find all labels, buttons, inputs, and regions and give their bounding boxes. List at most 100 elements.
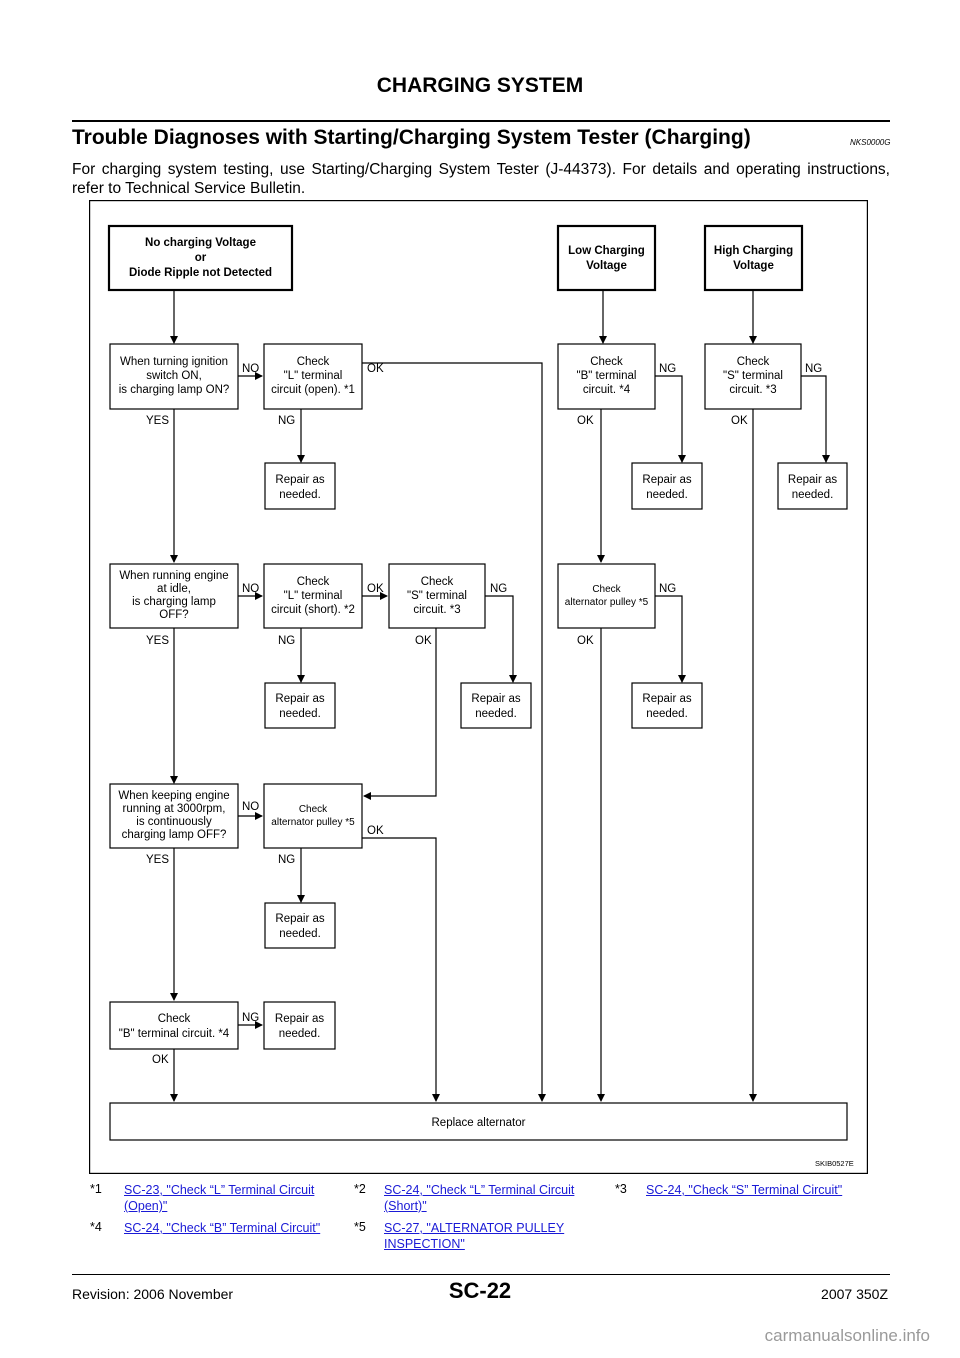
watermark: carmanualsonline.info bbox=[764, 1326, 930, 1345]
replace-alternator-box: Replace alternator bbox=[109, 1102, 848, 1141]
footnote-link-pulley[interactable]: SC-27, "ALTERNATOR PULLEY INSPECTION" bbox=[384, 1221, 565, 1251]
footer-rule bbox=[72, 1274, 890, 1275]
svg-text:is charging lamp: is charging lamp bbox=[132, 596, 216, 608]
svg-text:Low Charging: Low Charging bbox=[568, 245, 645, 257]
svg-text:When keeping engine: When keeping engine bbox=[118, 790, 229, 802]
svg-text:No charging Voltage: No charging Voltage bbox=[145, 237, 256, 249]
footnote-row: *4 SC-24, "Check “B” Terminal Circuit" *… bbox=[90, 1220, 880, 1258]
flowchart: No charging Voltage or Diode Ripple not … bbox=[89, 200, 868, 1174]
footnote-link-l-open[interactable]: SC-23, "Check “L” Terminal Circuit (Open… bbox=[124, 1183, 315, 1213]
svg-text:Repair as: Repair as bbox=[642, 474, 691, 486]
svg-text:Check: Check bbox=[592, 584, 621, 595]
branch-labels: NO OK YES NG NG OK NG OK NO OK NG YES NG… bbox=[146, 363, 822, 1066]
svg-text:NO: NO bbox=[242, 363, 259, 375]
model-text: 2007 350Z bbox=[821, 1286, 888, 1302]
svg-text:needed.: needed. bbox=[646, 489, 688, 501]
svg-text:NG: NG bbox=[659, 363, 676, 375]
footnote-link-s-terminal[interactable]: SC-24, "Check “S” Terminal Circuit" bbox=[646, 1183, 843, 1197]
page-title: CHARGING SYSTEM bbox=[376, 74, 584, 97]
svg-text:Repair as: Repair as bbox=[275, 474, 324, 486]
diagram-frame bbox=[89, 200, 868, 1174]
svg-text:needed.: needed. bbox=[279, 489, 321, 501]
repair-box-6: Repair as needed. bbox=[631, 682, 703, 729]
check-l-terminal-open-box: Check "L" terminal circuit (open). *1 bbox=[263, 343, 363, 410]
section-title: Trouble Diagnoses with Starting/Charging… bbox=[72, 126, 751, 149]
svg-text:Voltage: Voltage bbox=[733, 260, 774, 272]
svg-text:running at 3000rpm,: running at 3000rpm, bbox=[123, 803, 226, 815]
svg-text:"S" terminal: "S" terminal bbox=[407, 590, 467, 602]
svg-text:at idle,: at idle, bbox=[157, 583, 191, 595]
svg-text:YES: YES bbox=[146, 635, 169, 647]
repair-box-8: Repair as needed. bbox=[263, 1001, 336, 1050]
svg-text:Check: Check bbox=[737, 356, 770, 368]
svg-text:needed.: needed. bbox=[279, 1028, 321, 1040]
repair-box-4: Repair as needed. bbox=[264, 682, 336, 729]
question-3000rpm-lamp-box: When keeping engine running at 3000rpm, … bbox=[109, 783, 239, 849]
svg-text:NG: NG bbox=[278, 854, 295, 866]
svg-text:OFF?: OFF? bbox=[159, 609, 188, 621]
svg-text:Repair as: Repair as bbox=[642, 693, 691, 705]
check-b-terminal-box: Check "B" terminal circuit. *4 bbox=[557, 343, 656, 410]
svg-text:circuit. *3: circuit. *3 bbox=[729, 384, 776, 396]
title-rule bbox=[72, 120, 890, 122]
footnote-number: *4 bbox=[90, 1220, 102, 1234]
svg-text:needed.: needed. bbox=[279, 708, 321, 720]
svg-text:NG: NG bbox=[805, 363, 822, 375]
footnote-number: *5 bbox=[354, 1220, 366, 1234]
svg-text:Check: Check bbox=[158, 1013, 191, 1025]
svg-text:"L" terminal: "L" terminal bbox=[284, 370, 343, 382]
check-alternator-pulley-box: Check alternator pulley *5 bbox=[263, 783, 363, 849]
svg-text:High Charging: High Charging bbox=[714, 245, 793, 257]
flow-connectors bbox=[170, 290, 830, 1102]
svg-text:NG: NG bbox=[278, 635, 295, 647]
repair-box-3: Repair as needed. bbox=[777, 462, 848, 510]
svg-text:Check: Check bbox=[299, 804, 328, 815]
svg-text:OK: OK bbox=[152, 1054, 169, 1066]
svg-text:OK: OK bbox=[367, 363, 384, 375]
section-code: NKS0000G bbox=[850, 138, 891, 147]
svg-text:Check: Check bbox=[421, 576, 454, 588]
svg-text:OK: OK bbox=[415, 635, 432, 647]
svg-text:needed.: needed. bbox=[792, 489, 834, 501]
svg-text:NG: NG bbox=[278, 415, 295, 427]
svg-text:circuit (short). *2: circuit (short). *2 bbox=[271, 604, 355, 616]
svg-text:Repair as: Repair as bbox=[275, 1013, 324, 1025]
svg-text:OK: OK bbox=[577, 415, 594, 427]
footnote-link-l-short[interactable]: SC-24, "Check “L” Terminal Circuit (Shor… bbox=[384, 1183, 575, 1213]
svg-text:needed.: needed. bbox=[475, 708, 517, 720]
svg-text:Replace alternator: Replace alternator bbox=[432, 1117, 526, 1129]
svg-text:needed.: needed. bbox=[646, 708, 688, 720]
start-no-voltage-box: No charging Voltage or Diode Ripple not … bbox=[107, 224, 294, 292]
svg-text:NG: NG bbox=[490, 583, 507, 595]
svg-text:Repair as: Repair as bbox=[275, 913, 324, 925]
repair-box-5: Repair as needed. bbox=[460, 682, 532, 729]
svg-text:"L" terminal: "L" terminal bbox=[284, 590, 343, 602]
check-b-terminal-final-box: Check "B" terminal circuit. *4 bbox=[109, 1001, 239, 1050]
svg-text:is charging lamp ON?: is charging lamp ON? bbox=[119, 384, 230, 396]
svg-text:OK: OK bbox=[577, 635, 594, 647]
start-low-voltage-box: Low Charging Voltage bbox=[556, 224, 657, 292]
check-l-terminal-short-box: Check "L" terminal circuit (short). *2 bbox=[263, 563, 363, 629]
repair-box-2: Repair as needed. bbox=[631, 462, 703, 510]
svg-text:NG: NG bbox=[242, 1012, 259, 1024]
footnote-link-b-terminal[interactable]: SC-24, "Check “B” Terminal Circuit" bbox=[124, 1221, 321, 1235]
svg-text:NO: NO bbox=[242, 801, 259, 813]
svg-text:is continuously: is continuously bbox=[136, 816, 212, 828]
footnote-number: *2 bbox=[354, 1182, 366, 1196]
svg-text:OK: OK bbox=[731, 415, 748, 427]
page-number: SC-22 bbox=[448, 1278, 512, 1303]
footnote-number: *1 bbox=[90, 1182, 102, 1196]
check-s-terminal-box: Check "S" terminal circuit. *3 bbox=[388, 563, 486, 629]
repair-box-7: Repair as needed. bbox=[264, 902, 336, 949]
footnote-number: *3 bbox=[615, 1182, 627, 1196]
start-high-voltage-box: High Charging Voltage bbox=[703, 224, 804, 292]
svg-text:circuit. *4: circuit. *4 bbox=[583, 384, 631, 396]
check-alternator-pulley-low-box: Check alternator pulley *5 bbox=[557, 563, 656, 629]
svg-text:YES: YES bbox=[146, 415, 169, 427]
svg-text:NO: NO bbox=[242, 583, 259, 595]
svg-text:NG: NG bbox=[659, 583, 676, 595]
svg-text:Diode Ripple not Detected: Diode Ripple not Detected bbox=[129, 267, 272, 279]
svg-text:or: or bbox=[195, 252, 207, 264]
svg-text:alternator pulley *5: alternator pulley *5 bbox=[565, 597, 649, 608]
svg-text:alternator pulley *5: alternator pulley *5 bbox=[271, 817, 355, 828]
